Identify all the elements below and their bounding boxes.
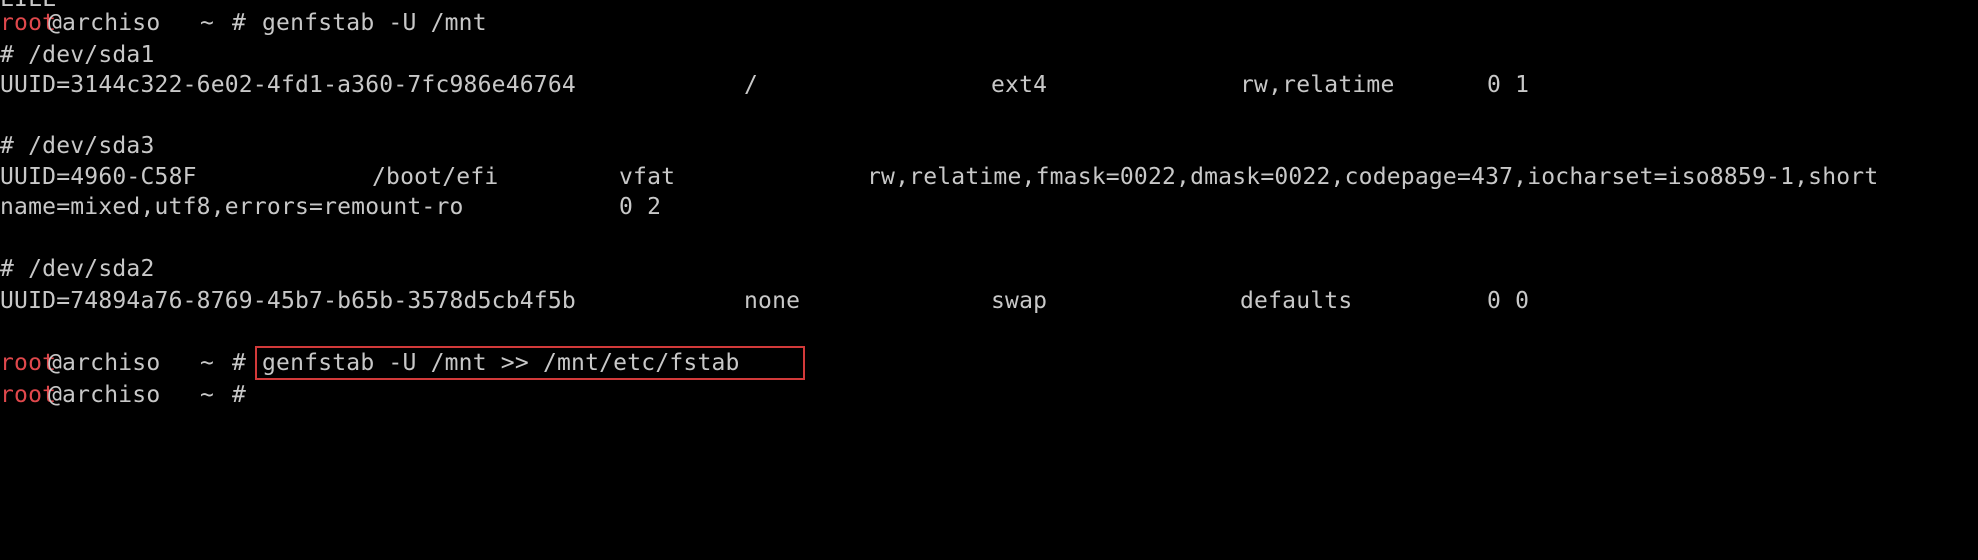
terminal-window[interactable]: LILL root @archiso ~ # genfstab -U /mnt … [0, 0, 1978, 438]
prompt-host: @archiso [48, 350, 161, 376]
entry-mountpoint: / [744, 72, 759, 98]
entry-options: defaults [1240, 288, 1353, 314]
prompt-symbol: # [232, 10, 247, 36]
terminal-prompt-line: root @archiso ~ # genfstab -U /mnt >> /m… [0, 348, 739, 378]
output-text: LILL [0, 0, 56, 14]
entry-dump-pass: 0 1 [1487, 72, 1530, 98]
terminal-prompt-line-current[interactable]: root @archiso ~ # [0, 380, 246, 410]
prompt-dir: ~ [186, 350, 229, 376]
prompt-user: root [0, 350, 57, 376]
entry-mountpoint: none [744, 288, 801, 314]
entry-uuid: UUID=4960-C58F [0, 164, 197, 190]
fstab-entry-continuation: name=mixed,utf8,errors=remount-ro 0 2 [0, 192, 661, 222]
fstab-comment-line: # /dev/sda3 [0, 131, 154, 161]
prompt-dir: ~ [186, 10, 229, 36]
entry-mountpoint: /boot/efi [372, 164, 499, 190]
prompt-host: @archiso [48, 382, 161, 408]
terminal-line-fragment: LILL [0, 0, 56, 14]
fstab-entry-line: UUID=3144c322-6e02-4fd1-a360-7fc986e4676… [0, 70, 1529, 100]
prompt-symbol: # [232, 350, 247, 376]
entry-dump-pass: 0 2 [619, 194, 662, 220]
entry-uuid: UUID=74894a76-8769-45b7-b65b-3578d5cb4f5… [0, 288, 576, 314]
fstab-comment-line: # /dev/sda1 [0, 40, 154, 70]
entry-fstype: ext4 [991, 72, 1048, 98]
prompt-host: @archiso [48, 10, 161, 36]
prompt-user: root [0, 382, 57, 408]
command-highlight-box [255, 346, 805, 380]
fstab-entry-line: UUID=74894a76-8769-45b7-b65b-3578d5cb4f5… [0, 286, 1529, 316]
entry-fstype: vfat [619, 164, 676, 190]
comment-text: # /dev/sda1 [0, 42, 155, 68]
fstab-comment-line: # /dev/sda2 [0, 254, 154, 284]
command-text: genfstab -U /mnt [262, 10, 487, 36]
entry-options: rw,relatime [1240, 72, 1395, 98]
entry-fstype: swap [991, 288, 1048, 314]
prompt-dir: ~ [186, 382, 229, 408]
command-text: genfstab -U /mnt >> /mnt/etc/fstab [262, 350, 740, 376]
terminal-prompt-line: root @archiso ~ # genfstab -U /mnt [0, 8, 487, 38]
entry-uuid: UUID=3144c322-6e02-4fd1-a360-7fc986e4676… [0, 72, 576, 98]
entry-dump-pass: 0 0 [1487, 288, 1530, 314]
comment-text: # /dev/sda3 [0, 133, 155, 159]
entry-options-continued: name=mixed,utf8,errors=remount-ro [0, 194, 464, 220]
entry-options: rw,relatime,fmask=0022,dmask=0022,codepa… [867, 164, 1879, 190]
comment-text: # /dev/sda2 [0, 256, 155, 282]
prompt-symbol: # [232, 382, 247, 408]
prompt-user: root [0, 10, 57, 36]
fstab-entry-line: UUID=4960-C58F /boot/efi vfat rw,relatim… [0, 162, 1878, 192]
